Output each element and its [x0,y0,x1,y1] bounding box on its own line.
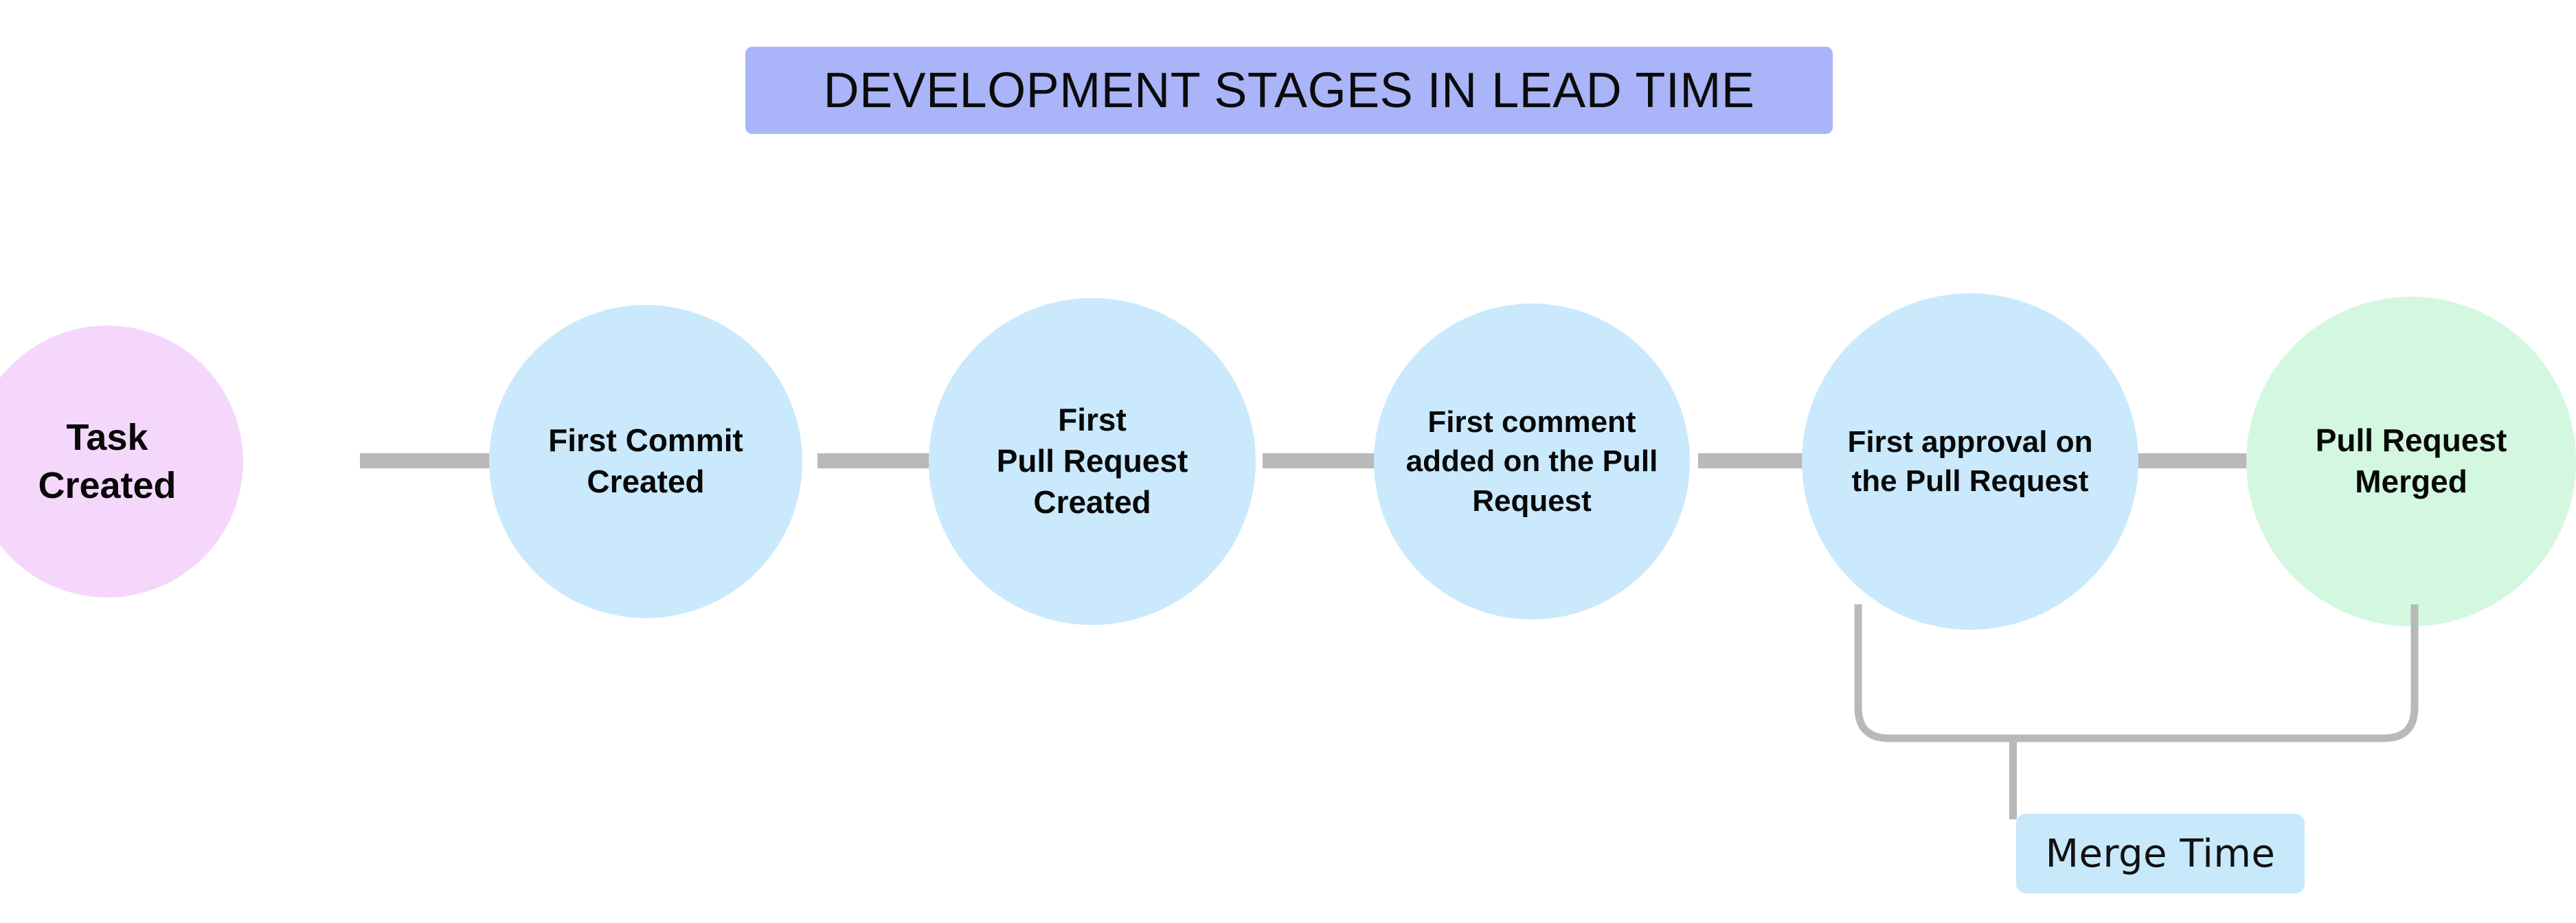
diagram-title-banner: DEVELOPMENT STAGES IN LEAD TIME [745,47,1833,134]
stage-label-pull-request-merged: Pull Request Merged [2315,422,2507,499]
stage-label-first-pull-request-created: First Pull Request Created [996,402,1188,520]
connector-approval-to-merged [2138,453,2249,468]
connector-comment-to-approval [1698,453,1805,468]
stage-label-first-approval: First approval on the Pull Request [1847,424,2093,498]
stage-label-first-comment-added: First comment added on the Pull Request [1405,405,1658,518]
stage-label-task-created: Task Created [38,416,177,506]
page-title: DEVELOPMENT STAGES IN LEAD TIME [823,62,1755,118]
stage-node-pull-request-merged[interactable]: Pull Request Merged [2246,297,2576,626]
merge-time-label: Merge Time [2045,831,2276,876]
stage-node-first-pull-request-created[interactable]: First Pull Request Created [929,298,1256,625]
merge-time-badge[interactable]: Merge Time [2016,814,2305,893]
stage-node-first-comment-added[interactable]: First comment added on the Pull Request [1374,304,1690,619]
connector-commit-to-pr [817,453,931,468]
connector-pr-to-comment [1263,453,1376,468]
stage-node-task-created[interactable]: Task Created [0,326,243,597]
stage-node-first-commit-created[interactable]: First Commit Created [489,305,802,618]
connector-task-to-commit [360,453,490,468]
stage-label-first-commit-created: First Commit Created [548,422,743,499]
stage-node-first-approval[interactable]: First approval on the Pull Request [1802,293,2138,630]
merge-time-stem [2009,738,2017,819]
